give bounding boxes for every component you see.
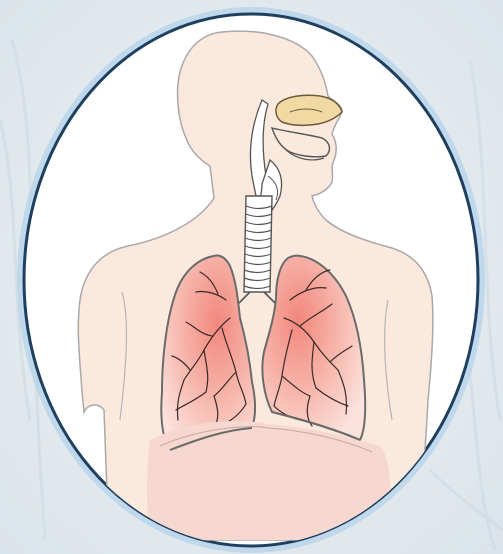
- respiratory-diagram: [0, 0, 503, 554]
- respiratory-diagram-canvas: [0, 0, 503, 554]
